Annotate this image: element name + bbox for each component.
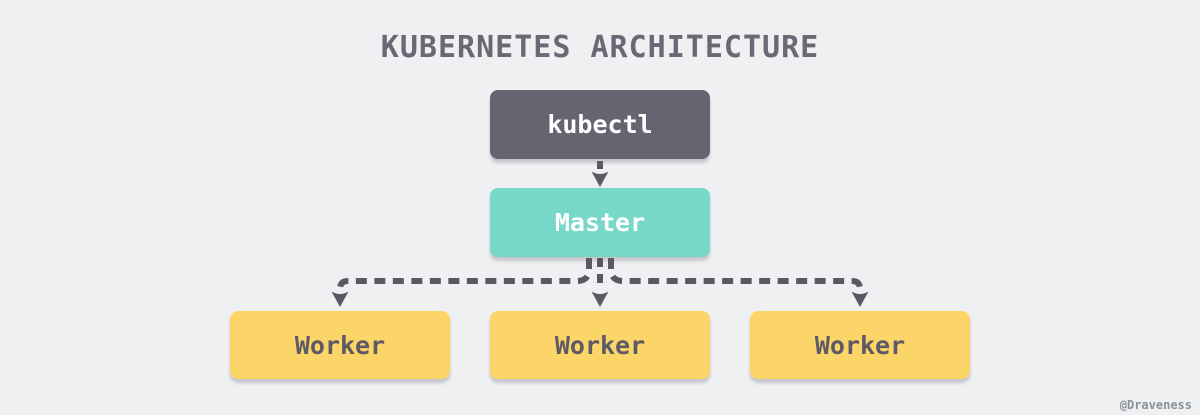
author-watermark: @Draveness xyxy=(1119,398,1192,412)
arrow-down-icon xyxy=(851,291,869,307)
node-kubectl-label: kubectl xyxy=(547,110,653,139)
node-worker-1: Worker xyxy=(230,311,450,379)
arrow-down-icon xyxy=(331,291,349,307)
node-worker-3: Worker xyxy=(750,311,970,379)
edge-kubectl-master xyxy=(591,161,609,187)
node-kubectl: kubectl xyxy=(490,90,710,159)
node-worker-2-label: Worker xyxy=(554,330,646,360)
node-master: Master xyxy=(490,188,710,257)
edge-master-worker-3 xyxy=(608,258,869,307)
node-worker-3-label: Worker xyxy=(814,330,906,360)
node-master-label: Master xyxy=(554,208,646,237)
diagram-title: KUBERNETES ARCHITECTURE xyxy=(380,30,820,65)
node-worker-2: Worker xyxy=(490,311,710,379)
arrow-down-icon xyxy=(591,171,609,187)
node-worker-1-label: Worker xyxy=(294,330,386,360)
edge-master-worker-2 xyxy=(591,258,609,307)
edge-master-worker-1 xyxy=(331,258,592,307)
arrow-down-icon xyxy=(591,291,609,307)
